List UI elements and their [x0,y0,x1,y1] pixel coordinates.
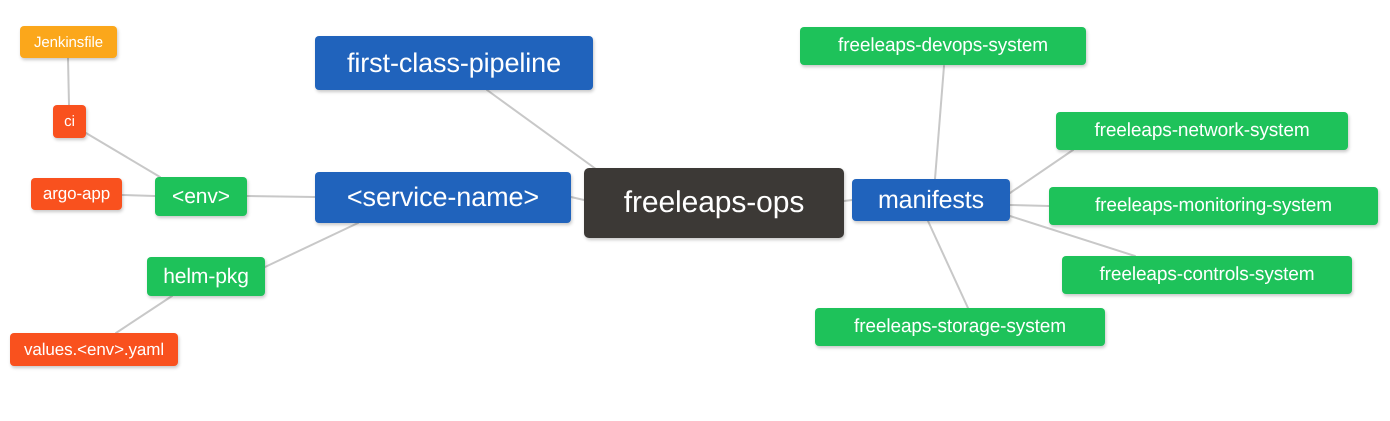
mindmap-node-pipeline[interactable]: first-class-pipeline [315,36,593,90]
node-label: freeleaps-storage-system [854,316,1066,337]
mindmap-node-argo[interactable]: argo-app [31,178,122,210]
node-label: manifests [877,185,985,214]
mindmap-node-helm[interactable]: helm-pkg [147,257,265,296]
mindmap-node-env[interactable]: <env> [155,177,247,216]
mindmap-node-storage[interactable]: freeleaps-storage-system [815,308,1105,346]
mindmap-node-network[interactable]: freeleaps-network-system [1056,112,1348,150]
edge-root-to-manifests [843,199,853,202]
mindmap-node-service[interactable]: <service-name> [315,172,571,223]
mindmap-node-root[interactable]: freeleaps-ops [584,168,844,238]
node-label: freeleaps-controls-system [1099,264,1315,285]
edge-manifests-to-storage [927,220,969,309]
edge-env-to-ci [85,132,161,178]
mindmap-node-jenkinsfile[interactable]: Jenkinsfile [20,26,117,58]
mindmap-node-monitoring[interactable]: freeleaps-monitoring-system [1049,187,1378,225]
node-label: Jenkinsfile [34,33,103,51]
edge-ci-to-jenkinsfile [67,57,70,106]
mindmap-node-devops[interactable]: freeleaps-devops-system [800,27,1086,65]
node-label: freeleaps-devops-system [838,35,1048,56]
edge-helm-to-values [115,295,173,334]
node-label: first-class-pipeline [346,47,562,78]
mindmap-node-values[interactable]: values.<env>.yaml [10,333,178,366]
node-label: freeleaps-monitoring-system [1095,195,1332,216]
node-label: ci [64,113,75,130]
edge-root-to-pipeline [486,89,601,173]
node-label: <env> [172,184,230,208]
node-label: freeleaps-network-system [1094,120,1310,141]
edge-service-to-helm [264,222,359,268]
mindmap-node-ci[interactable]: ci [53,105,86,138]
node-label: values.<env>.yaml [23,339,165,359]
mindmap-node-manifests[interactable]: manifests [852,179,1010,221]
node-label: argo-app [42,184,111,203]
node-label: <service-name> [346,182,540,212]
node-label: helm-pkg [163,264,249,288]
node-label: freeleaps-ops [623,186,805,219]
edge-root-to-service [570,196,585,201]
edge-manifests-to-devops [934,65,945,180]
edge-env-to-argo [121,194,156,197]
mindmap-node-controls[interactable]: freeleaps-controls-system [1062,256,1352,294]
edge-manifests-to-monitoring [1009,204,1050,207]
edge-service-to-env [246,195,316,198]
